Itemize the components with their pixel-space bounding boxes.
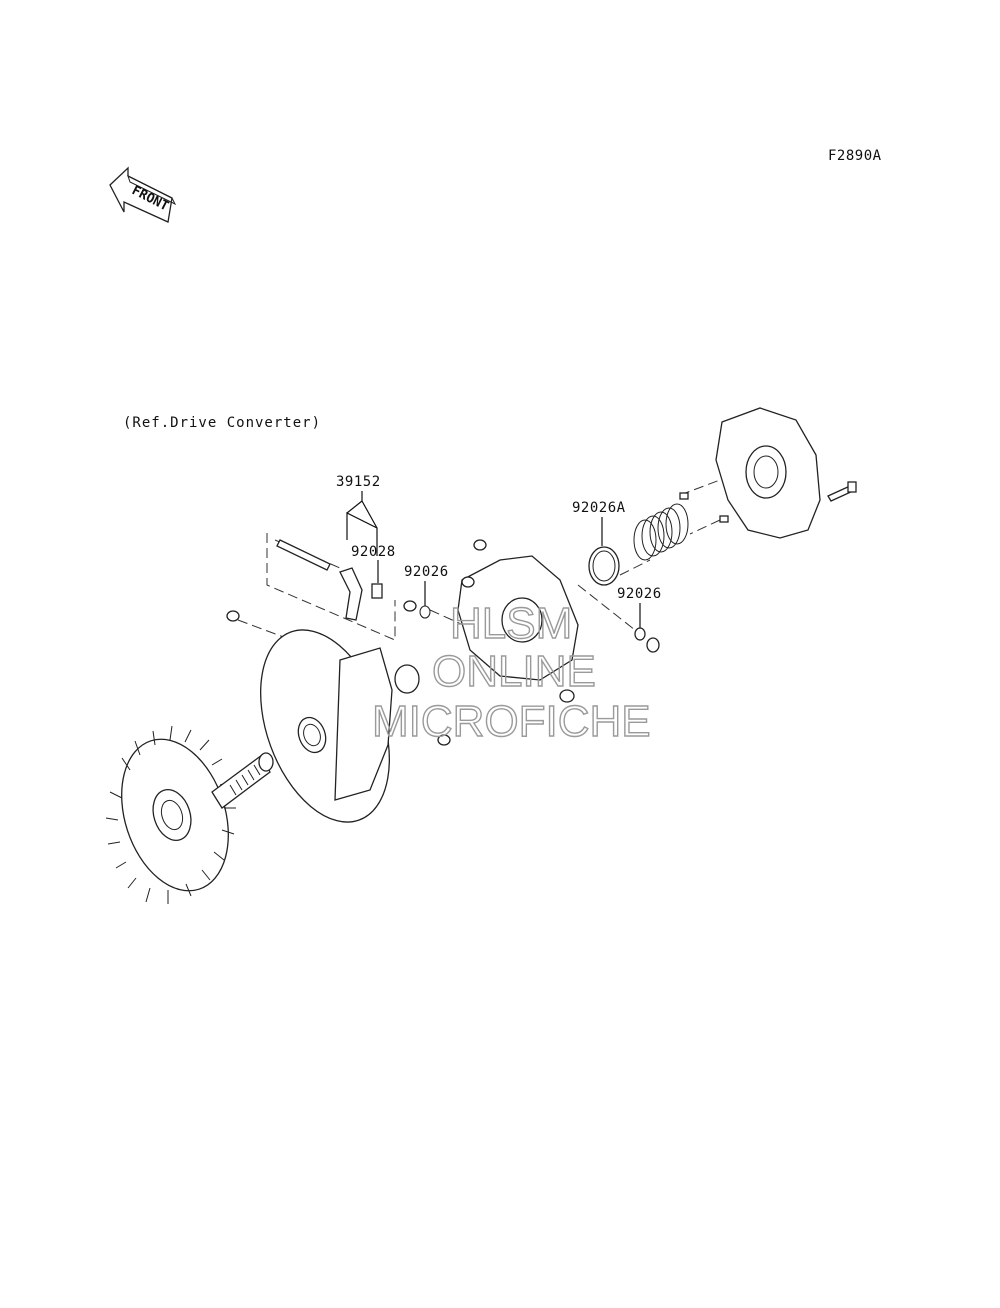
watermark-line-3: MICROFICHE xyxy=(372,697,651,746)
part-label-92026A: 92026A xyxy=(572,500,626,516)
part-label-92026-left: 92026 xyxy=(404,564,449,580)
movable-sheave xyxy=(260,629,393,823)
part-label-92026-right: 92026 xyxy=(617,586,662,602)
reference-note: (Ref.Drive Converter) xyxy=(123,415,321,431)
fixed-sheave-fan xyxy=(105,725,274,904)
small-parts-left xyxy=(226,539,451,746)
watermark-line-1: HLSM xyxy=(450,599,572,648)
spider-ramp-plate xyxy=(457,539,579,703)
front-arrow-icon: FRONT xyxy=(109,166,177,223)
watermark: HLSM ONLINE MICROFICHE xyxy=(371,598,651,746)
part-label-92028: 92028 xyxy=(351,544,396,560)
spring-and-cover xyxy=(588,407,857,653)
part-label-39152: 39152 xyxy=(336,474,381,490)
figure-code: F2890A xyxy=(828,148,882,164)
watermark-line-2: ONLINE xyxy=(432,647,596,696)
callouts: 39152 92028 92026 92026A 92026 xyxy=(336,474,662,628)
